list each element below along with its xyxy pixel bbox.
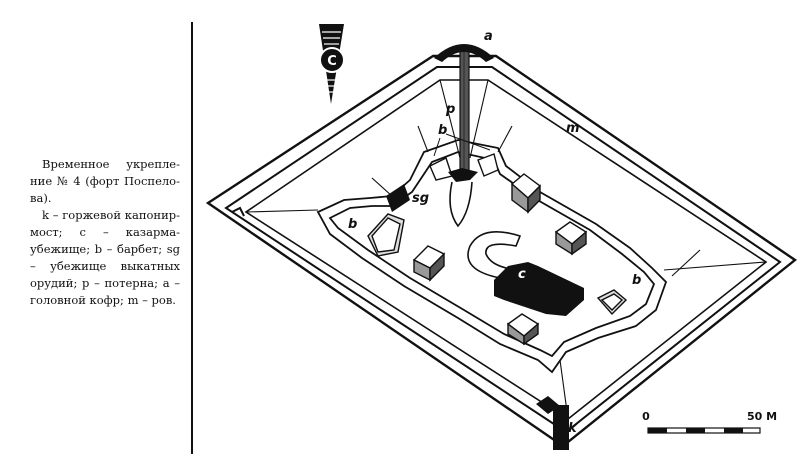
- label-b-top: b: [438, 123, 447, 138]
- north-arrow-letter: С: [327, 54, 337, 69]
- north-arrow-icon: С: [319, 24, 345, 104]
- label-c: c: [518, 267, 526, 282]
- traverses: [367, 153, 628, 346]
- figure-caption: Временное укрепле­ние № 4 (форт Поспело­…: [30, 156, 180, 309]
- label-p: p: [445, 102, 455, 117]
- scale-bar: 0 50 M: [642, 410, 777, 434]
- head-caponier-a: [434, 44, 494, 62]
- scale-end: 50 M: [747, 410, 777, 423]
- ditch-outline: [205, 54, 798, 448]
- label-a: a: [484, 29, 493, 44]
- postern-p: [459, 49, 470, 173]
- gun-shelter-sg: [386, 184, 410, 212]
- gorge-caponier-k: [536, 396, 569, 450]
- caption-title: Временное укрепле­ние № 4 (форт Поспело­…: [30, 157, 180, 205]
- glacis-lines: [245, 79, 767, 420]
- label-k: k: [568, 421, 578, 436]
- rampart-outline: [316, 139, 668, 374]
- barracks-shelter-c: [467, 230, 584, 316]
- label-m: m: [566, 121, 580, 136]
- central-gate-block: [448, 168, 478, 228]
- label-b-right: b: [632, 273, 641, 288]
- scale-start: 0: [642, 410, 650, 423]
- column-divider: [191, 22, 193, 454]
- caption-legend: k – горжевой капо­нир-мост; с – казарма-…: [30, 208, 180, 307]
- label-sg: sg: [412, 191, 429, 206]
- label-b-left: b: [348, 217, 357, 232]
